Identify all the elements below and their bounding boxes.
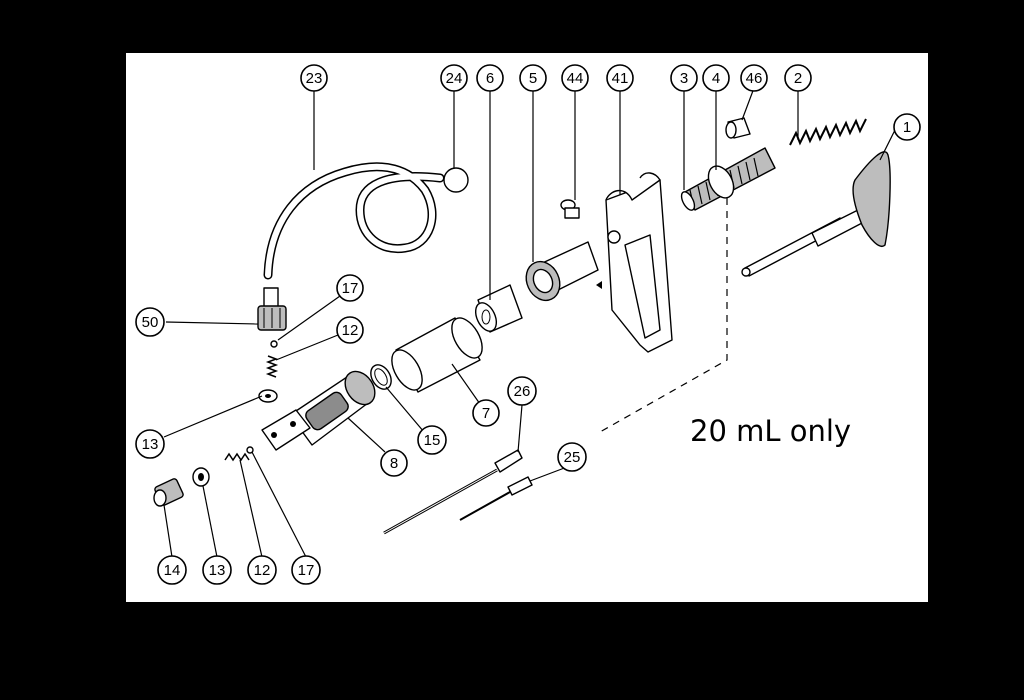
tube-connector-part bbox=[257, 287, 287, 331]
svg-text:17: 17 bbox=[342, 280, 359, 297]
callout-12-upper: 12 bbox=[336, 316, 364, 344]
callout-46: 46 bbox=[740, 64, 768, 92]
plunger-spring bbox=[789, 118, 867, 146]
callout-3: 3 bbox=[670, 64, 698, 92]
fitting-part bbox=[153, 478, 184, 507]
volume-note: 20 mL only bbox=[690, 414, 852, 448]
svg-text:8: 8 bbox=[390, 455, 398, 472]
svg-text:17: 17 bbox=[298, 562, 315, 579]
adaptor-part bbox=[474, 284, 523, 333]
ring-part bbox=[725, 117, 751, 139]
tubing bbox=[263, 162, 445, 280]
needle-large bbox=[383, 449, 523, 535]
callout-17-lower: 17 bbox=[291, 555, 321, 585]
svg-text:7: 7 bbox=[482, 405, 490, 422]
svg-text:26: 26 bbox=[514, 383, 531, 400]
callout-25: 25 bbox=[557, 442, 587, 472]
barrel-part bbox=[391, 317, 483, 393]
svg-text:1: 1 bbox=[903, 119, 911, 136]
callout-44: 44 bbox=[561, 64, 589, 92]
callout-13-upper: 13 bbox=[135, 429, 165, 459]
callout-41: 41 bbox=[606, 64, 634, 92]
valve-body-part bbox=[261, 370, 376, 451]
svg-text:13: 13 bbox=[209, 562, 226, 579]
callout-12-lower: 12 bbox=[247, 555, 277, 585]
svg-text:5: 5 bbox=[529, 70, 537, 87]
needle-small bbox=[459, 476, 533, 521]
callout-50: 50 bbox=[135, 307, 165, 337]
svg-text:15: 15 bbox=[424, 432, 441, 449]
svg-text:4: 4 bbox=[712, 70, 720, 87]
callout-1: 1 bbox=[893, 113, 921, 141]
screw-part bbox=[560, 199, 580, 219]
tube-weight bbox=[443, 167, 469, 193]
callout-15: 15 bbox=[417, 425, 447, 455]
svg-text:41: 41 bbox=[612, 70, 629, 87]
svg-text:50: 50 bbox=[142, 314, 159, 331]
svg-text:2: 2 bbox=[794, 70, 802, 87]
callout-4: 4 bbox=[702, 64, 730, 92]
svg-text:25: 25 bbox=[564, 449, 581, 466]
callout-14: 14 bbox=[157, 555, 187, 585]
handle-part bbox=[596, 172, 673, 353]
svg-text:6: 6 bbox=[486, 70, 494, 87]
callout-8: 8 bbox=[380, 449, 408, 477]
svg-text:44: 44 bbox=[567, 70, 584, 87]
svg-text:23: 23 bbox=[306, 70, 323, 87]
ball-lower bbox=[246, 446, 254, 454]
svg-text:3: 3 bbox=[680, 70, 688, 87]
threaded-sleeve-part bbox=[680, 147, 776, 211]
callout-6: 6 bbox=[476, 64, 504, 92]
nut-part bbox=[525, 241, 599, 302]
svg-text:46: 46 bbox=[746, 70, 763, 87]
leader-lines bbox=[163, 87, 896, 558]
ball-upper bbox=[270, 340, 278, 348]
callout-13-lower: 13 bbox=[202, 555, 232, 585]
svg-text:14: 14 bbox=[164, 562, 181, 579]
svg-text:12: 12 bbox=[342, 322, 359, 339]
plunger-part bbox=[741, 151, 891, 277]
svg-text:12: 12 bbox=[254, 562, 271, 579]
callout-17-upper: 17 bbox=[336, 274, 364, 302]
svg-text:24: 24 bbox=[446, 70, 463, 87]
dashed-guide-line bbox=[599, 198, 728, 433]
callout-7: 7 bbox=[472, 399, 500, 427]
callout-5: 5 bbox=[519, 64, 547, 92]
svg-text:13: 13 bbox=[142, 436, 159, 453]
callout-23: 23 bbox=[300, 64, 328, 92]
callout-24: 24 bbox=[440, 64, 468, 92]
callout-2: 2 bbox=[784, 64, 812, 92]
callout-26: 26 bbox=[507, 376, 537, 406]
spring-upper bbox=[265, 355, 279, 378]
spring-lower bbox=[224, 452, 250, 462]
